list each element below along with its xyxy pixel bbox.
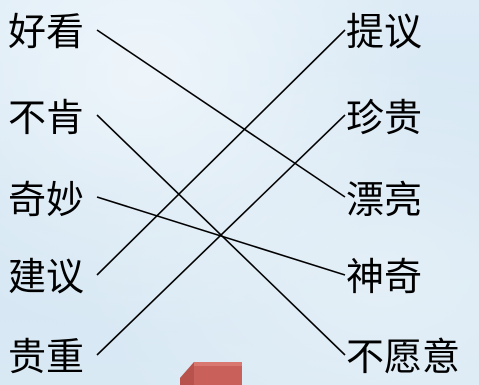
left-word-1[interactable]: 好看 [8, 10, 85, 54]
left-word-2[interactable]: 不肯 [8, 96, 85, 140]
left-word-4[interactable]: 建议 [8, 255, 85, 299]
right-word-3[interactable]: 漂亮 [346, 178, 423, 222]
red-block-decoration [180, 362, 242, 385]
right-word-1[interactable]: 提议 [346, 10, 423, 54]
connector-line-guizhong-zhengui [96, 114, 346, 356]
left-word-3[interactable]: 奇妙 [8, 178, 85, 222]
right-word-4[interactable]: 神奇 [346, 255, 423, 299]
connector-line-haokan-piaoliang [96, 29, 346, 198]
left-word-5[interactable]: 贵重 [8, 335, 85, 379]
right-word-2[interactable]: 珍贵 [346, 96, 423, 140]
connector-line-jianyi-tiyi [96, 29, 346, 276]
right-word-5[interactable]: 不愿意 [346, 335, 461, 379]
